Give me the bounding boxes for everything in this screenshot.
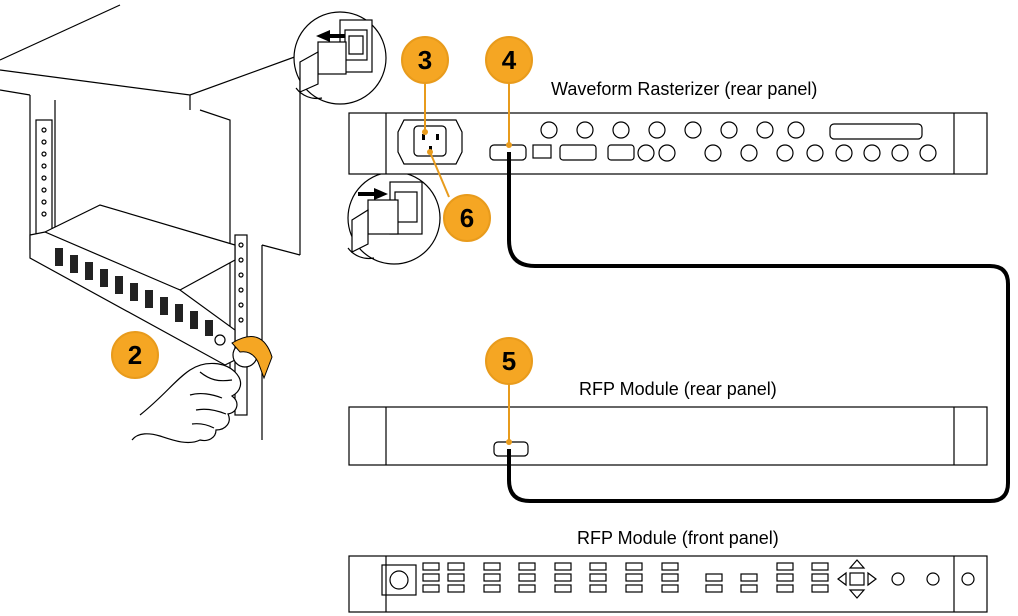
front-panel-buttons	[422, 562, 829, 593]
bnc-connectors-top	[540, 121, 805, 139]
callout-step-3: 3	[401, 36, 449, 84]
arrow-right-icon	[358, 188, 388, 200]
callout-step-6: 6	[443, 194, 491, 242]
rack-rail-right	[234, 234, 248, 416]
bnc-connectors-bottom	[637, 144, 937, 162]
callout-step-5-number: 5	[502, 346, 516, 376]
module-front-slots	[55, 248, 226, 346]
rfp-cable	[507, 152, 1010, 503]
rotate-arrow-icon	[231, 336, 273, 380]
rack-illustration	[0, 4, 301, 444]
rasterizer-rear-label: Waveform Rasterizer (rear panel)	[551, 79, 817, 99]
callout-step-2-number: 2	[128, 340, 142, 370]
arrow-keypad	[837, 559, 877, 599]
hand-illustration	[131, 362, 242, 444]
callout-step-4: 4	[485, 36, 533, 84]
rack-rail-left	[35, 119, 53, 241]
rfp-rear-label: RFP Module (rear panel)	[579, 379, 777, 399]
callout-step-6-number: 6	[460, 203, 474, 233]
callout-leader-lines	[422, 80, 512, 445]
power-plug-insert-inset	[347, 171, 441, 265]
callout-step-4-number: 4	[502, 45, 517, 75]
db-connector	[829, 123, 923, 140]
callout-step-2: 2	[111, 331, 159, 379]
rfp-front-label: RFP Module (front panel)	[577, 528, 779, 548]
rfp-front-panel	[348, 555, 988, 613]
front-panel-knob	[381, 564, 417, 596]
callout-step-5: 5	[485, 337, 533, 385]
rfp-rear-panel	[348, 406, 988, 466]
ac-power-inlet	[397, 119, 463, 165]
callout-step-3-number: 3	[418, 45, 432, 75]
rasterizer-rear-panel	[348, 112, 988, 175]
arrow-left-icon	[316, 30, 345, 42]
power-plug-remove-inset	[293, 11, 387, 105]
